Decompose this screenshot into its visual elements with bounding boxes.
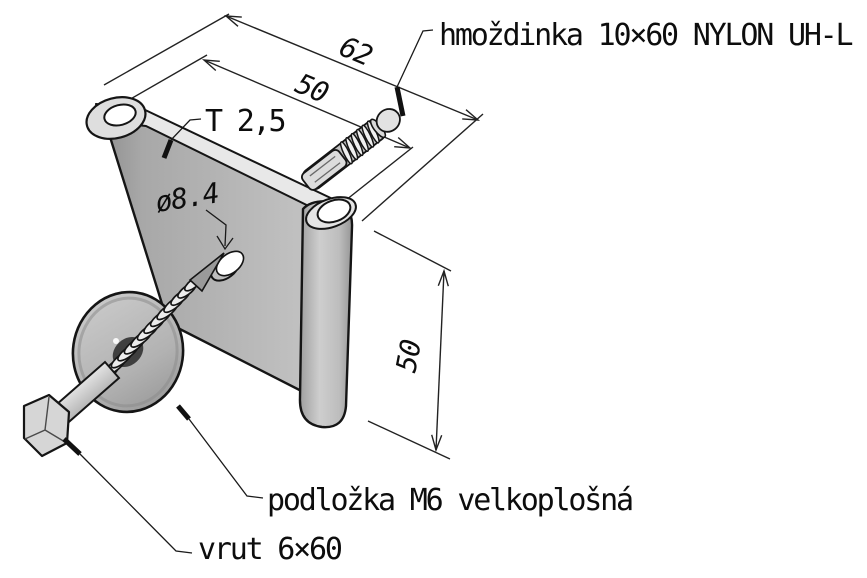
leader-stub-thickness xyxy=(161,139,174,159)
screw-tip xyxy=(188,252,225,293)
wood-screw xyxy=(22,252,225,458)
bracket-plate xyxy=(85,96,357,429)
plug-sleeve xyxy=(300,149,348,191)
washer-hub-highlight xyxy=(113,338,119,344)
extension-line-height-bottom xyxy=(367,420,451,460)
leader-screw xyxy=(79,453,193,554)
plate-hole xyxy=(215,250,245,277)
curl-hole xyxy=(103,103,137,127)
plug-rib xyxy=(339,141,353,165)
label-washer: podložka M6 velkoplošná xyxy=(267,483,632,518)
plug-rib xyxy=(361,124,375,148)
dimension-line-62 xyxy=(225,15,479,121)
plug-rib xyxy=(350,132,364,157)
arrowhead-62-left xyxy=(223,15,242,27)
extension-line-height-top xyxy=(373,230,452,272)
plug-slits xyxy=(309,155,341,183)
dimension-lines xyxy=(103,13,484,460)
leader-thickness xyxy=(170,118,202,141)
label-screw: vrut 6×60 xyxy=(198,532,342,567)
arrowhead-height-top xyxy=(437,268,449,287)
arrowhead-50-top-right xyxy=(394,136,413,149)
washer-rim-shade xyxy=(77,296,179,408)
arrowhead-height-bottom xyxy=(431,434,443,453)
dimension-text-50-height: 50 xyxy=(389,337,427,375)
extension-line-50-right xyxy=(340,146,414,205)
plug-rib xyxy=(355,128,369,152)
leader-stub-washer xyxy=(176,404,191,421)
extension-line-62-right xyxy=(361,113,484,222)
dimension-text-62: 62 xyxy=(335,30,377,73)
leader-stub-screw xyxy=(62,437,82,456)
label-dowel: hmoždinka 10×60 NYLON UH-L xyxy=(439,18,853,53)
arrowhead-50-top-left xyxy=(201,59,220,72)
dimension-text-50-top: 50 xyxy=(291,67,333,110)
plate-right-roll xyxy=(298,200,354,429)
plug-rib xyxy=(345,137,359,161)
dimension-line-50-height xyxy=(435,270,445,451)
leader-dowel xyxy=(396,29,434,88)
leader-washer xyxy=(188,418,264,499)
wall-plug xyxy=(300,108,401,191)
leader-arrow-hole xyxy=(216,235,234,251)
leader-stub-dowel xyxy=(394,86,406,117)
label-thickness: T 2,5 xyxy=(205,104,284,139)
arrowhead-62-right xyxy=(462,109,481,121)
extension-line-62-left xyxy=(103,13,230,86)
leader-hole-diameter xyxy=(205,209,227,247)
extension-line-50-left xyxy=(126,54,208,102)
plug-cap xyxy=(375,108,401,133)
roll-top-hole xyxy=(316,198,352,224)
leader-lines xyxy=(62,29,434,554)
hex-head-facets xyxy=(24,396,66,443)
